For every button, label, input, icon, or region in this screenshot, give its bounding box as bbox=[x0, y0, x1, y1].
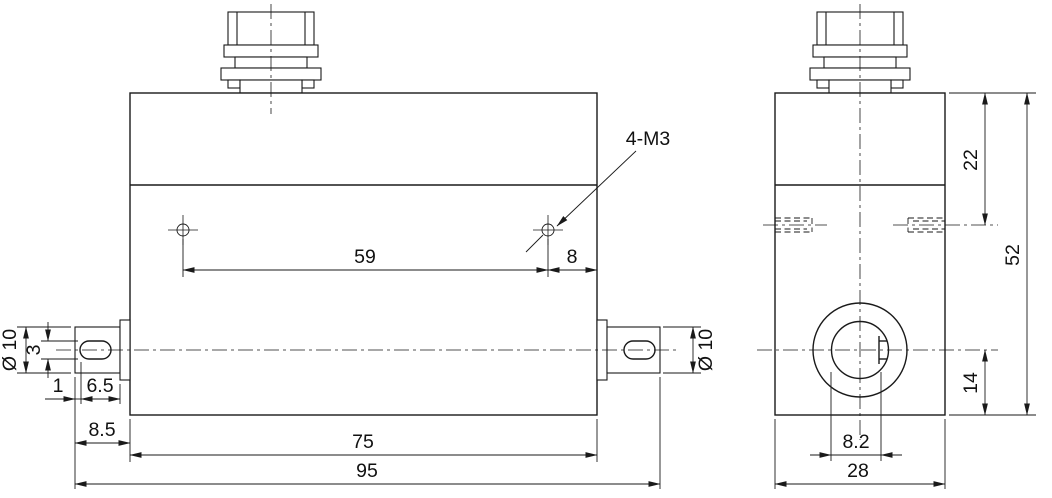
shaft-boss bbox=[812, 302, 908, 398]
front-body bbox=[129, 92, 598, 416]
dim-label-shaft-length: 8.5 bbox=[88, 419, 115, 441]
dim-label-overall-length: 95 bbox=[356, 460, 378, 482]
dim-label-hole-spacing: 59 bbox=[354, 246, 376, 268]
dim-label-top-to-hole: 22 bbox=[960, 149, 982, 171]
thread-callout: 4-M3 bbox=[525, 128, 670, 253]
dim-label-thread-callout: 4-M3 bbox=[626, 128, 670, 150]
dim-label-shaft-dia-right: Ø 10 bbox=[695, 329, 717, 371]
dim-label-width: 28 bbox=[847, 460, 869, 482]
front-view: 4-M3 59 8 Ø 10 3 bbox=[0, 4, 717, 489]
side-view: 22 14 52 8.2 28 bbox=[757, 4, 1036, 489]
side-dimensions: 22 14 52 8.2 28 bbox=[774, 92, 1036, 489]
front-centerlines bbox=[56, 4, 680, 351]
boss-outer-circle bbox=[812, 302, 908, 398]
dim-label-slot-width: 3 bbox=[23, 345, 45, 356]
bore-circle bbox=[830, 320, 890, 380]
dim-label-slot-length: 6.5 bbox=[86, 375, 113, 397]
dim-label-shaft-dia-left: Ø 10 bbox=[0, 329, 21, 371]
front-dimensions: 59 8 Ø 10 3 1 6.5 8. bbox=[0, 239, 717, 489]
side-centerlines bbox=[757, 4, 998, 440]
dim-label-body-length: 75 bbox=[352, 431, 374, 453]
dim-label-hole-to-edge: 8 bbox=[567, 246, 578, 268]
side-threaded-holes bbox=[775, 217, 945, 233]
leader-line bbox=[556, 150, 637, 227]
leader-line-tail bbox=[525, 234, 544, 253]
dim-label-center-to-bottom: 14 bbox=[960, 372, 982, 394]
dim-label-slot-offset: 1 bbox=[53, 375, 64, 397]
dim-label-height: 52 bbox=[1002, 244, 1024, 266]
dim-label-keyway: 8.2 bbox=[842, 431, 869, 453]
front-body-outline bbox=[129, 92, 598, 416]
